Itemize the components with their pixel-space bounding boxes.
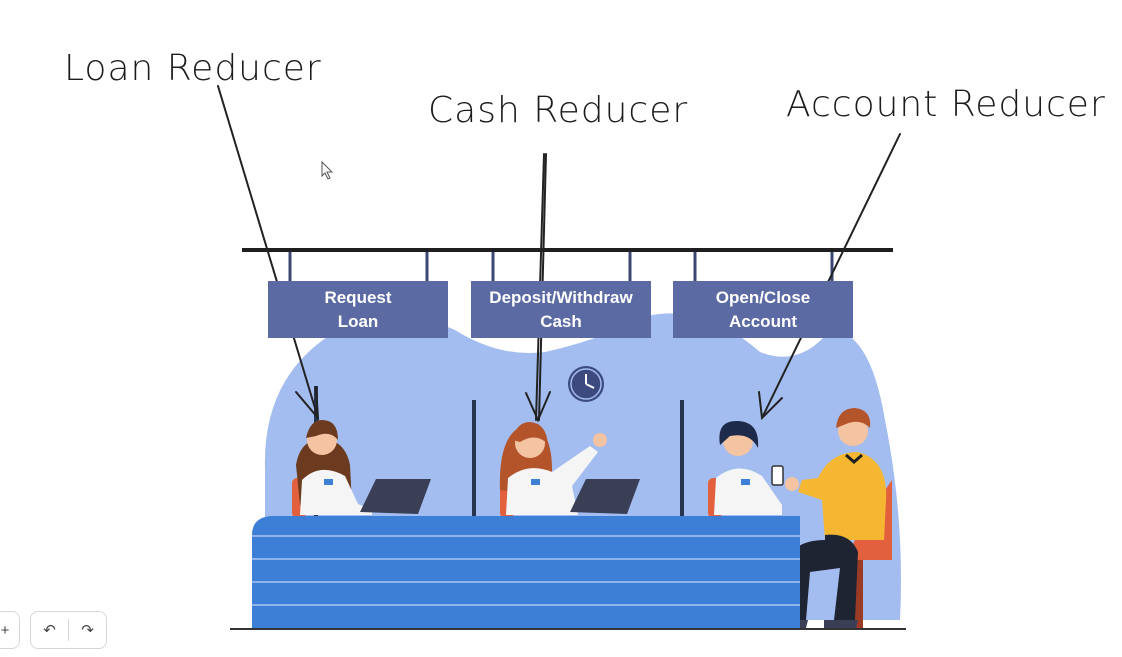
undo-button[interactable]: ↶ <box>43 622 56 639</box>
loan-reducer-label: Loan Reducer <box>64 48 322 89</box>
teller-loan <box>292 420 431 518</box>
sign-line: Cash <box>540 311 582 331</box>
arrow-loan <box>217 85 319 419</box>
account-reducer-label: Account Reducer <box>786 84 1106 125</box>
zoom-in-button[interactable]: + <box>0 611 20 649</box>
arrow-account <box>761 133 901 419</box>
arrowhead-loan <box>295 386 320 421</box>
teller-account <box>708 420 782 518</box>
clock-icon <box>568 366 604 402</box>
teller-cash <box>499 422 640 518</box>
history-controls: ↶ ↷ <box>30 611 107 649</box>
toolbar-divider <box>68 619 69 641</box>
redo-button[interactable]: ↷ <box>81 622 94 639</box>
sign-line: Deposit/Withdraw <box>489 287 633 307</box>
customer <box>771 408 892 628</box>
sign-line: Request <box>324 287 392 307</box>
sign-line: Open/Close <box>715 287 811 307</box>
arrowhead-account <box>758 391 783 421</box>
sign-request-loan: Request Loan <box>268 281 448 338</box>
sign-line: Loan <box>337 311 379 331</box>
cursor-icon <box>321 160 334 180</box>
sign-deposit-withdraw-cash: Deposit/Withdraw Cash <box>471 281 651 338</box>
sign-open-close-account: Open/Close Account <box>673 281 853 338</box>
arrowhead-cash <box>525 391 551 423</box>
sign-line: Account <box>729 311 797 331</box>
cash-reducer-label: Cash Reducer <box>428 90 689 131</box>
sign-hangers <box>288 252 834 282</box>
counter <box>252 516 800 628</box>
